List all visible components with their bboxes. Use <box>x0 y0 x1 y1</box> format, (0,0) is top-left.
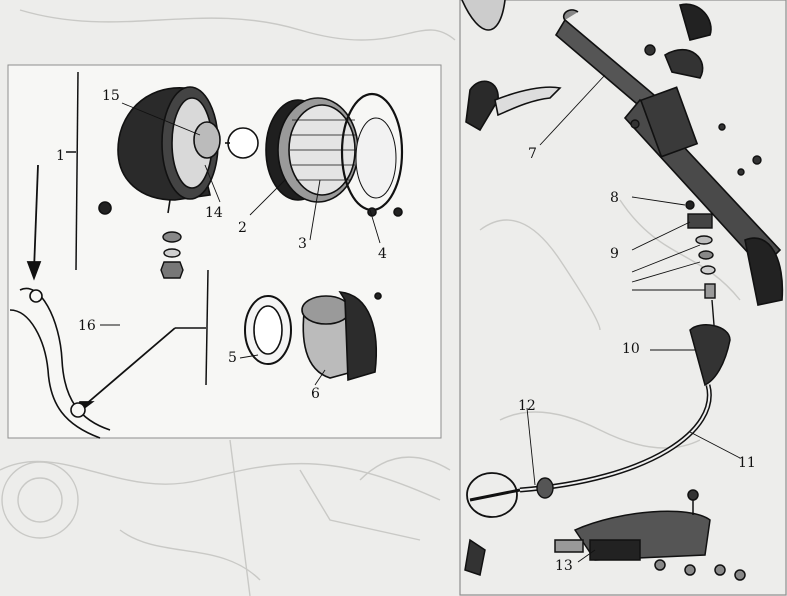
callout-14: 14 <box>205 205 223 221</box>
callout-2: 2 <box>238 220 247 236</box>
gasket-and-housing <box>244 291 382 382</box>
callout-4: 4 <box>378 246 387 262</box>
leader-lines <box>100 74 741 563</box>
headlamp-shell <box>98 86 259 215</box>
handlebar-assembly <box>554 3 784 306</box>
callout-8: 8 <box>610 190 619 206</box>
right-panel-frame <box>459 0 787 596</box>
assembly-brackets <box>66 71 209 386</box>
bottom-switch-assembly <box>464 489 746 581</box>
callout-6: 6 <box>311 386 320 402</box>
brake-lever <box>461 0 562 132</box>
callout-10: 10 <box>622 341 640 357</box>
background-ghost-drawing <box>0 9 741 596</box>
callout-1: 1 <box>56 148 65 164</box>
nuts-and-washers <box>160 231 184 279</box>
callout-15: 15 <box>102 88 120 104</box>
callout-11: 11 <box>738 455 756 471</box>
callout-13: 13 <box>555 558 573 574</box>
callout-7: 7 <box>528 146 537 162</box>
callout-16: 16 <box>78 318 96 334</box>
scooter-frame-fragment <box>9 287 111 439</box>
callout-9: 9 <box>610 246 619 262</box>
screw-and-clamp-stack <box>630 44 762 326</box>
control-cable <box>466 324 731 518</box>
callout-12: 12 <box>518 398 536 414</box>
headlamp-lens-rim <box>265 92 404 217</box>
callout-5: 5 <box>228 350 237 366</box>
callout-3: 3 <box>298 236 307 252</box>
